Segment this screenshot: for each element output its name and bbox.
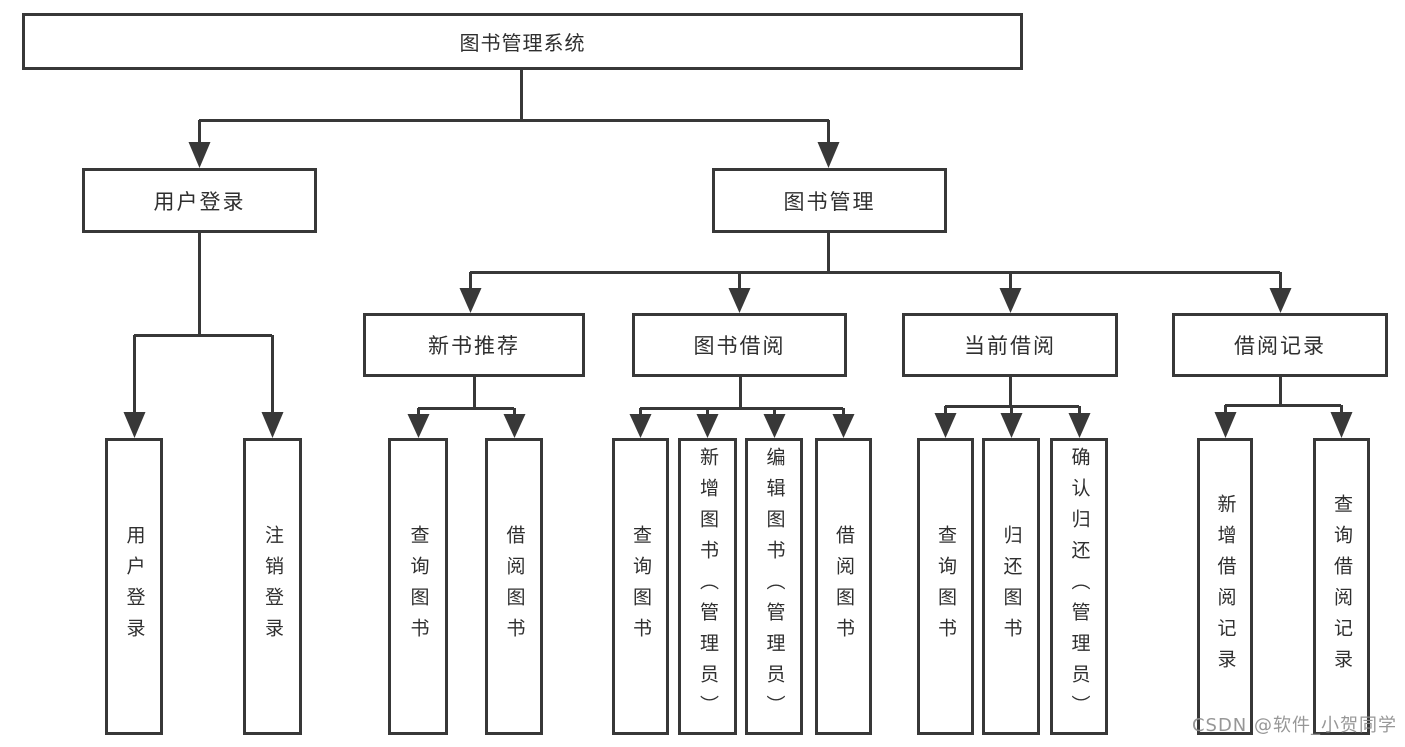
node-book-borrow: 图书借阅 [632, 313, 847, 377]
leaf-borrow-query-books: 查询图书 [612, 438, 669, 735]
leaf-logout: 注销登录 [243, 438, 302, 735]
leaf-current-confirm-return-admin-label: 确认归还（管理员） [1068, 447, 1091, 726]
node-new-book-recommend: 新书推荐 [363, 313, 585, 377]
leaf-recommend-borrow-books: 借阅图书 [485, 438, 543, 735]
connector-recommend [407, 377, 526, 438]
node-book-borrow-label: 图书借阅 [693, 334, 786, 358]
connector-records [1214, 377, 1353, 438]
leaf-user-login-label: 用户登录 [123, 524, 146, 649]
leaf-records-add-record-label: 新增借阅记录 [1214, 493, 1237, 680]
leaf-current-confirm-return-admin: 确认归还（管理员） [1050, 438, 1108, 735]
leaf-current-query-books: 查询图书 [917, 438, 974, 735]
leaf-borrow-borrow-books: 借阅图书 [815, 438, 872, 735]
leaf-current-return-books-label: 归还图书 [1000, 524, 1023, 649]
leaf-borrow-edit-books-admin-label: 编辑图书（管理员） [763, 447, 786, 726]
connector-root [188, 70, 840, 168]
connector-borrow [629, 377, 855, 438]
node-book-mgmt: 图书管理 [712, 168, 947, 233]
connector-book-mgmt [459, 233, 1292, 313]
node-root-system-label: 图书管理系统 [459, 31, 586, 55]
node-borrow-records: 借阅记录 [1172, 313, 1388, 377]
node-current-borrow: 当前借阅 [902, 313, 1118, 377]
leaf-recommend-query-books-label: 查询图书 [407, 524, 430, 649]
node-user-login: 用户登录 [82, 168, 317, 233]
leaf-records-query-record-label: 查询借阅记录 [1331, 493, 1353, 680]
node-book-mgmt-label: 图书管理 [783, 189, 876, 214]
csdn-watermark: CSDN @软件_小贺同学 [1191, 715, 1397, 736]
node-new-book-recommend-label: 新书推荐 [428, 334, 520, 358]
leaf-user-login: 用户登录 [105, 438, 163, 735]
node-user-login-label: 用户登录 [153, 189, 246, 214]
leaf-recommend-borrow-books-label: 借阅图书 [503, 524, 526, 649]
leaf-current-query-books-label: 查询图书 [935, 524, 957, 649]
leaf-borrow-borrow-books-label: 借阅图书 [833, 524, 855, 649]
leaf-logout-label: 注销登录 [262, 524, 284, 649]
leaf-borrow-edit-books-admin: 编辑图书（管理员） [745, 438, 803, 735]
leaf-records-query-record: 查询借阅记录 [1313, 438, 1370, 735]
connector-current [934, 377, 1091, 438]
leaf-borrow-add-books-admin-label: 新增图书（管理员） [697, 447, 719, 726]
leaf-recommend-query-books: 查询图书 [388, 438, 448, 735]
leaf-records-add-record: 新增借阅记录 [1197, 438, 1253, 735]
node-root-system: 图书管理系统 [22, 13, 1023, 70]
leaf-current-return-books: 归还图书 [982, 438, 1040, 735]
node-borrow-records-label: 借阅记录 [1234, 334, 1326, 358]
leaf-borrow-add-books-admin: 新增图书（管理员） [678, 438, 737, 735]
leaf-borrow-query-books-label: 查询图书 [630, 524, 652, 649]
node-current-borrow-label: 当前借阅 [964, 334, 1056, 358]
connector-user-login [123, 233, 284, 438]
